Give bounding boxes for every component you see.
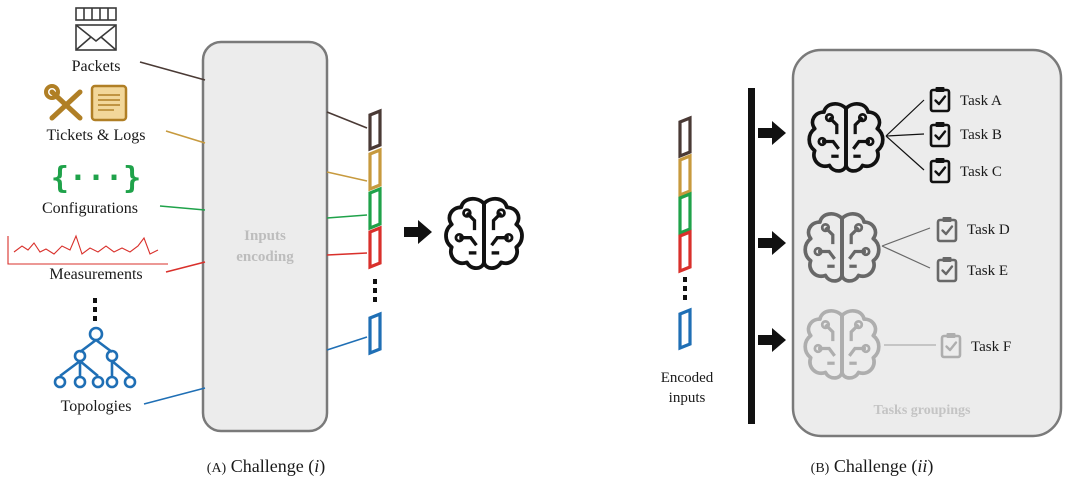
- connector-packets: [139, 61, 206, 81]
- task-group-3: [803, 309, 962, 380]
- task-label: Task E: [967, 263, 1008, 279]
- brain-icon: [444, 196, 524, 271]
- tools-ticket-icon: [44, 84, 128, 122]
- svg-text:{···}: {···}: [51, 161, 141, 196]
- task-group-1: Task A Task B Task C: [807, 85, 1002, 184]
- task-label: Task B: [960, 127, 1002, 143]
- encoded-inputs-label-line1: Encoded: [661, 370, 714, 386]
- input-label-configurations: Configurations: [42, 200, 138, 217]
- inputs-encoding-box: [201, 40, 329, 433]
- distribution-bus: [748, 88, 755, 424]
- caption-b: (B) Challenge (ii): [811, 456, 934, 477]
- task-label: Task C: [960, 164, 1002, 180]
- input-label-topologies: Topologies: [61, 398, 132, 415]
- task-group-2: [803, 212, 958, 283]
- envelope-icon: [75, 7, 117, 51]
- task-label: Task D: [967, 222, 1010, 238]
- arrow-group2-icon: [758, 231, 786, 255]
- encoded-ellipsis-b: [683, 277, 687, 300]
- tasks-groupings-label: Tasks groupings: [874, 403, 971, 418]
- braces-icon: {···}: [51, 161, 141, 196]
- arrow-group3-icon: [758, 328, 786, 352]
- encoded-vectors-a: [326, 108, 382, 356]
- encoded-inputs-label-line2: inputs: [669, 390, 706, 406]
- input-label-tickets-logs: Tickets & Logs: [47, 127, 146, 144]
- connector-configurations: [159, 205, 206, 211]
- arrow-group1-icon: [758, 121, 786, 145]
- caption-a: (A) Challenge (i): [207, 456, 325, 477]
- connector-tickets-logs: [165, 130, 206, 144]
- connector-measurements: [165, 261, 206, 273]
- task-label: Task A: [960, 93, 1002, 109]
- encoded-vectors-b: [678, 115, 692, 351]
- arrow-right-icon: [404, 220, 432, 244]
- encoded-ellipsis-a: [373, 279, 377, 302]
- more-inputs-ellipsis: [93, 298, 97, 321]
- tasks-groupings-box: [791, 48, 1063, 438]
- encoder-label-line1: Inputs: [244, 228, 286, 244]
- input-label-measurements: Measurements: [49, 266, 142, 283]
- encoder-label-line2: encoding: [236, 249, 294, 265]
- connector-topologies: [143, 387, 206, 405]
- task-label: Task F: [971, 339, 1011, 355]
- input-label-packets: Packets: [72, 58, 121, 75]
- signal-waveform-icon: [7, 234, 168, 265]
- tree-topology-icon: [53, 326, 137, 389]
